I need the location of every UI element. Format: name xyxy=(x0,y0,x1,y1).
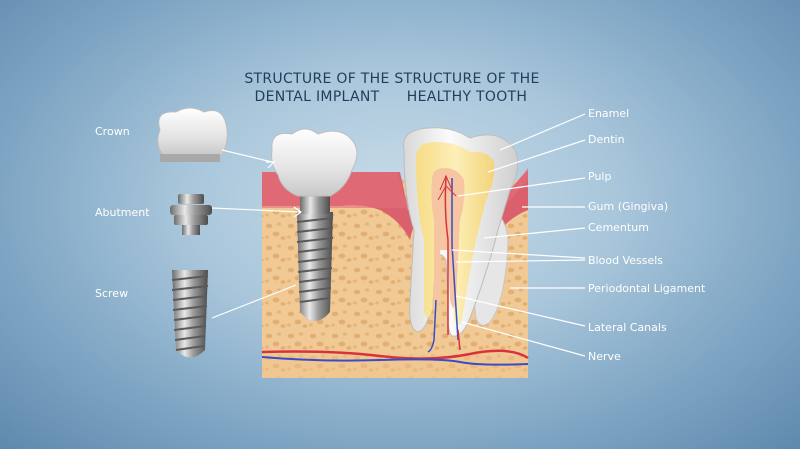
label-nerve: Nerve xyxy=(588,350,621,363)
label-pulp: Pulp xyxy=(588,170,612,183)
label-screw: Screw xyxy=(95,287,129,300)
bone-blood-vessel-blue xyxy=(261,356,529,366)
tooth-title-line1: STRUCTURE OF THE xyxy=(394,71,540,87)
label-periodontal-ligament: Periodontal Ligament xyxy=(588,282,706,295)
implant-title-line1: STRUCTURE OF THE xyxy=(244,71,390,87)
label-blood-vessels: Blood Vessels xyxy=(588,254,663,267)
label-dentin: Dentin xyxy=(588,133,625,146)
label-abutment: Abutment xyxy=(95,206,150,219)
label-gum: Gum (Gingiva) xyxy=(588,200,669,213)
label-lateral-canals: Lateral Canals xyxy=(588,321,667,334)
crown-part xyxy=(157,107,228,162)
label-cementum: Cementum xyxy=(588,221,649,234)
implant-assembled xyxy=(271,128,358,321)
abutment-part xyxy=(170,194,212,235)
tooth-title-line2: HEALTHY TOOTH xyxy=(406,89,528,105)
leader-lines xyxy=(211,113,586,357)
natural-tooth xyxy=(403,127,519,353)
implant-title-line2: DENTAL IMPLANT xyxy=(254,89,380,105)
label-enamel: Enamel xyxy=(588,107,630,120)
screw-part xyxy=(171,270,209,358)
tooth-structure-title: STRUCTURE OF THE HEALTHY TOOTH xyxy=(392,70,542,106)
label-crown: Crown xyxy=(95,125,130,138)
implant-structure-title: STRUCTURE OF THE DENTAL IMPLANT xyxy=(242,70,392,106)
